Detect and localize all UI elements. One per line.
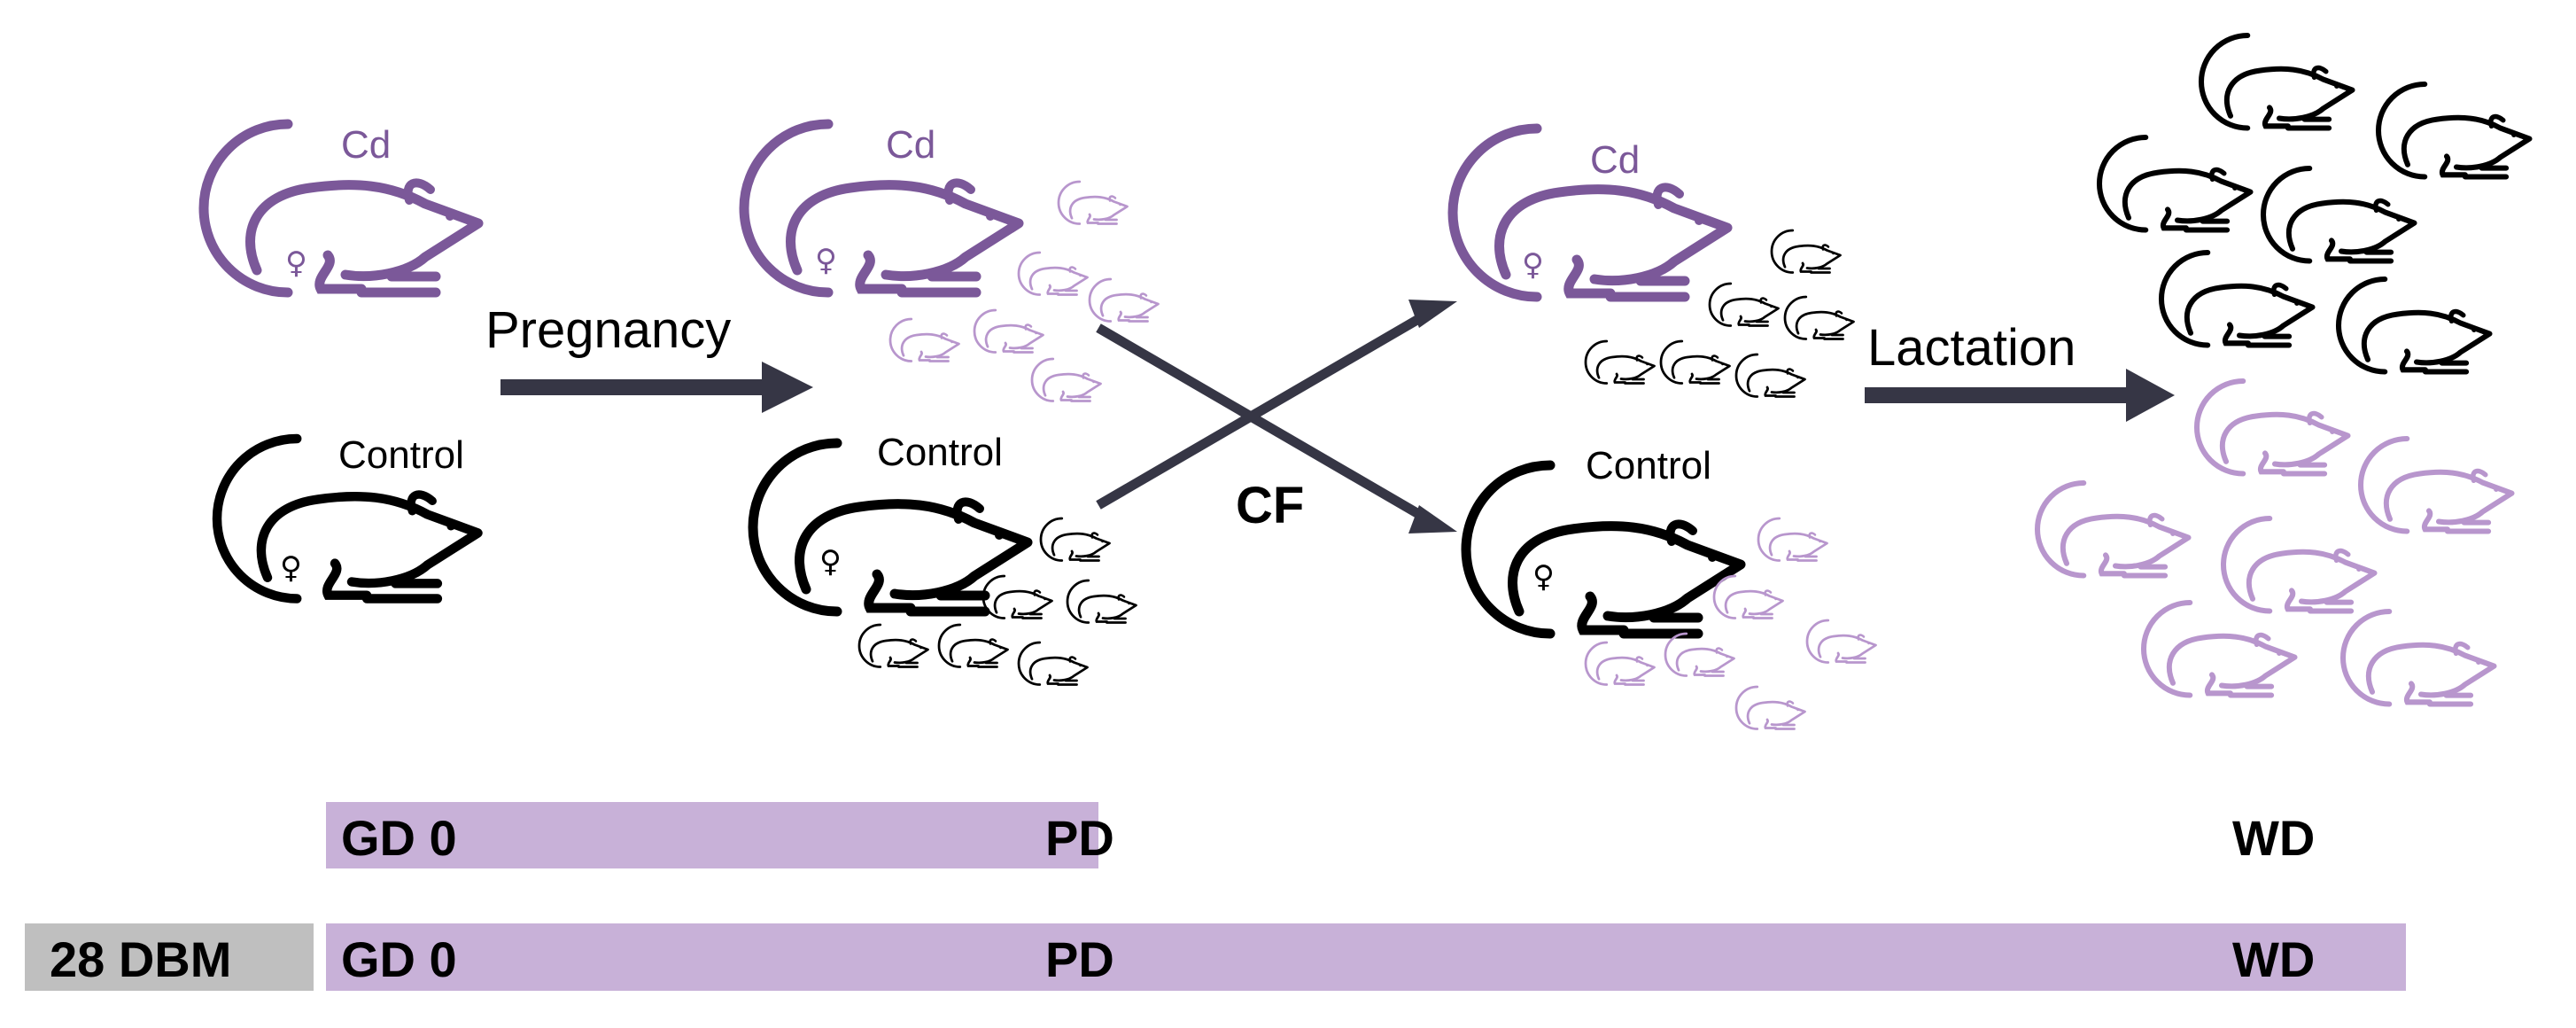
female-symbol-icon: ♀ xyxy=(815,243,837,278)
cd-group-label: Cd xyxy=(886,123,935,167)
cf-label: CF xyxy=(1236,477,1304,534)
cd-mother-rat-icon xyxy=(744,124,1019,292)
pup-rat-icon xyxy=(1017,641,1089,686)
control-litter xyxy=(857,517,1137,686)
female-symbol-icon: ♀ xyxy=(280,550,302,586)
pup-rat-icon xyxy=(1805,619,1877,664)
pup-rat-icon xyxy=(1017,251,1089,296)
pup-rat-icon xyxy=(973,308,1044,354)
female-symbol-icon: ♀ xyxy=(819,544,842,580)
weaned-control-offspring xyxy=(2099,35,2530,372)
pup-rat-icon xyxy=(1734,685,1806,730)
timeline-end-label: WD xyxy=(2232,931,2315,987)
timeline-mid-label: PD xyxy=(1045,931,1114,987)
timeline-row-2: 28 DBM GD 0 PD WD xyxy=(25,923,2406,991)
pup-rat-icon xyxy=(1030,357,1102,402)
lactation-label: Lactation xyxy=(1867,319,2076,377)
pup-rat-icon xyxy=(1734,353,1806,398)
rat-icon xyxy=(2378,84,2530,177)
timeline-prefix-label: 28 DBM xyxy=(50,931,231,987)
timeline-bar xyxy=(326,802,1098,868)
pup-rat-icon xyxy=(1664,632,1735,677)
female-symbol-icon: ♀ xyxy=(285,245,307,281)
pup-rat-icon xyxy=(857,623,929,668)
control-group-label: Control xyxy=(877,431,1003,474)
rat-icon xyxy=(2201,35,2353,128)
pup-rat-icon xyxy=(1584,641,1656,686)
pup-rat-icon xyxy=(1584,339,1656,385)
lactation-arrow xyxy=(1865,369,2175,422)
pup-rat-icon xyxy=(937,623,1009,668)
pup-rat-icon xyxy=(1757,517,1828,562)
control-mother-rat-icon xyxy=(1466,465,1741,634)
pup-rat-icon xyxy=(1066,579,1137,624)
cd-group-label: Cd xyxy=(1590,138,1640,182)
timeline-row-1: GD 0 PD WD xyxy=(326,802,2315,868)
fostered-cd-litter xyxy=(1584,517,1877,730)
pup-rat-icon xyxy=(888,317,960,362)
timeline-start-label: GD 0 xyxy=(341,810,457,866)
cd-group-label: Cd xyxy=(341,123,391,167)
pup-rat-icon xyxy=(1057,180,1129,225)
female-symbol-icon: ♀ xyxy=(1532,559,1555,595)
pup-rat-icon xyxy=(1659,339,1731,385)
fostered-control-litter xyxy=(1584,229,1855,398)
rat-icon xyxy=(2263,168,2415,261)
pup-rat-icon xyxy=(1708,282,1780,327)
pregnancy-label: Pregnancy xyxy=(485,301,731,359)
pup-rat-icon xyxy=(1770,229,1842,274)
pup-rat-icon xyxy=(1783,295,1855,340)
rat-icon xyxy=(2037,483,2189,576)
dbm-box xyxy=(25,923,314,991)
rat-icon xyxy=(2099,137,2251,230)
timeline-end-label: WD xyxy=(2232,810,2315,866)
control-group-label: Control xyxy=(1586,444,1711,487)
rat-icon xyxy=(2223,518,2375,611)
timeline-start-label: GD 0 xyxy=(341,931,457,987)
pregnancy-arrow xyxy=(500,362,813,413)
weaned-cd-offspring xyxy=(2037,381,2512,705)
rat-icon xyxy=(2144,603,2295,696)
pup-rat-icon xyxy=(1088,277,1160,323)
pup-rat-icon xyxy=(982,574,1053,619)
pup-rat-icon xyxy=(1039,517,1111,562)
rat-icon xyxy=(2343,611,2495,705)
cross-fostering-arrows xyxy=(1096,300,1457,533)
rat-icon xyxy=(2161,253,2313,346)
control-group-label: Control xyxy=(338,433,464,477)
timeline-mid-label: PD xyxy=(1045,810,1114,866)
rat-icon xyxy=(2361,439,2512,532)
timeline-bar xyxy=(326,923,2406,991)
rat-icon xyxy=(2339,279,2490,372)
female-symbol-icon: ♀ xyxy=(1522,247,1544,283)
rat-icon xyxy=(2197,381,2348,474)
pup-rat-icon xyxy=(1712,574,1784,619)
